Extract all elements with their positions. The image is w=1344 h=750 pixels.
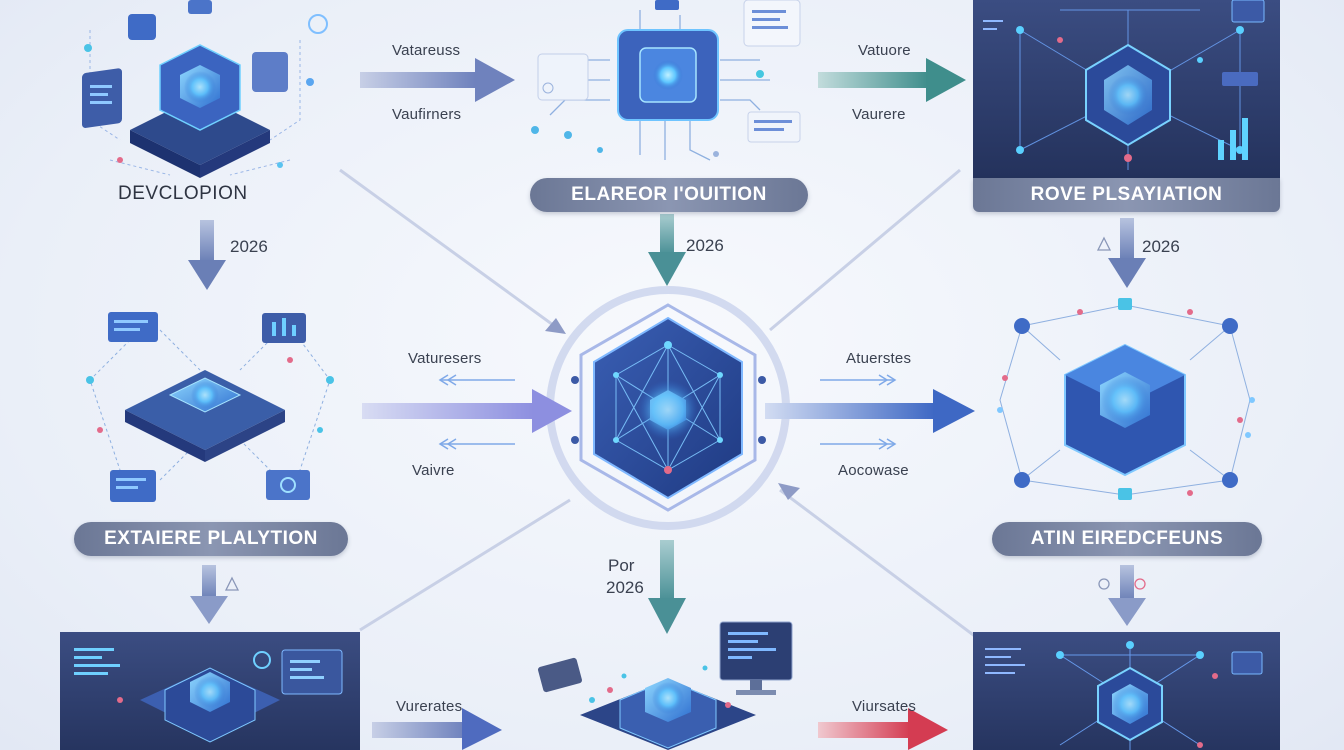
arrow-down-center-lower [648,540,686,634]
pill-top-center: ELAREOR I'OUITION [530,178,808,212]
year-bottom-prefix: Por [608,556,635,575]
label-top-left-lower: Vaufirners [392,106,462,123]
node-bottom-center-illustration [537,621,793,750]
label-mid-left-upper: Vaturesers [408,350,482,367]
label-bottom-left: Vurerates [396,698,463,715]
year-center: 2026 [686,236,724,255]
pill-top-right: ROVE PLSAYIATION [973,178,1280,212]
small-arrows-right [820,374,897,450]
arrow-down-right-upper [1108,218,1146,288]
central-hub-illustration [546,286,790,530]
connector-top-left [339,168,561,332]
pill-mid-right: ATIN EIREDCFEUNS [992,522,1262,556]
node-bottom-right-panel [973,632,1280,750]
node-bottom-left-panel [60,632,360,750]
arrow-down-center-upper [648,214,686,286]
connector-top-right [769,168,961,332]
arrow-down-left-upper [188,220,226,290]
connector-bottom-right [779,488,981,642]
arrow-center-to-mid-right [765,389,975,433]
year-right: 2026 [1142,237,1180,256]
label-top-left-upper: Vatareuss [392,42,461,59]
arrow-top-left-to-center [360,58,515,102]
diagonal-connectors [339,168,981,642]
small-decorative-icons [224,236,1146,591]
label-top-right-lower: Vaurere [852,106,906,123]
year-left: 2026 [230,237,268,256]
arrow-down-right-lower [1108,565,1146,626]
arrow-bottom-center-to-right [818,708,948,750]
label-mid-right-upper: Atuerstes [846,350,912,367]
arrow-bottom-left-to-center [372,708,502,750]
heading-top-left: DEVCLOPION [118,183,248,204]
arrowhead-top-left [545,318,566,334]
label-bottom-right: Viursates [852,698,917,715]
node-mid-right-illustration [997,298,1255,500]
arrowhead-bottom-right [778,483,800,500]
node-top-center-illustration [531,0,801,161]
arrow-down-left-lower [190,565,228,624]
arrow-top-center-to-right [818,58,966,102]
node-mid-left-illustration [86,312,334,502]
node-top-right-panel [973,0,1280,178]
pill-mid-left: EXTAIERE PLALYTION [74,522,348,556]
small-arrows-left [438,374,515,450]
label-top-right-upper: Vatuore [858,42,911,59]
connector-bottom-left [359,498,571,632]
node-top-left-illustration [82,0,328,178]
label-mid-left-lower: Vaivre [412,462,455,479]
label-mid-right-lower: Aocowase [838,462,909,479]
year-bottom: 2026 [606,578,644,597]
arrow-mid-left-to-center [362,389,572,433]
